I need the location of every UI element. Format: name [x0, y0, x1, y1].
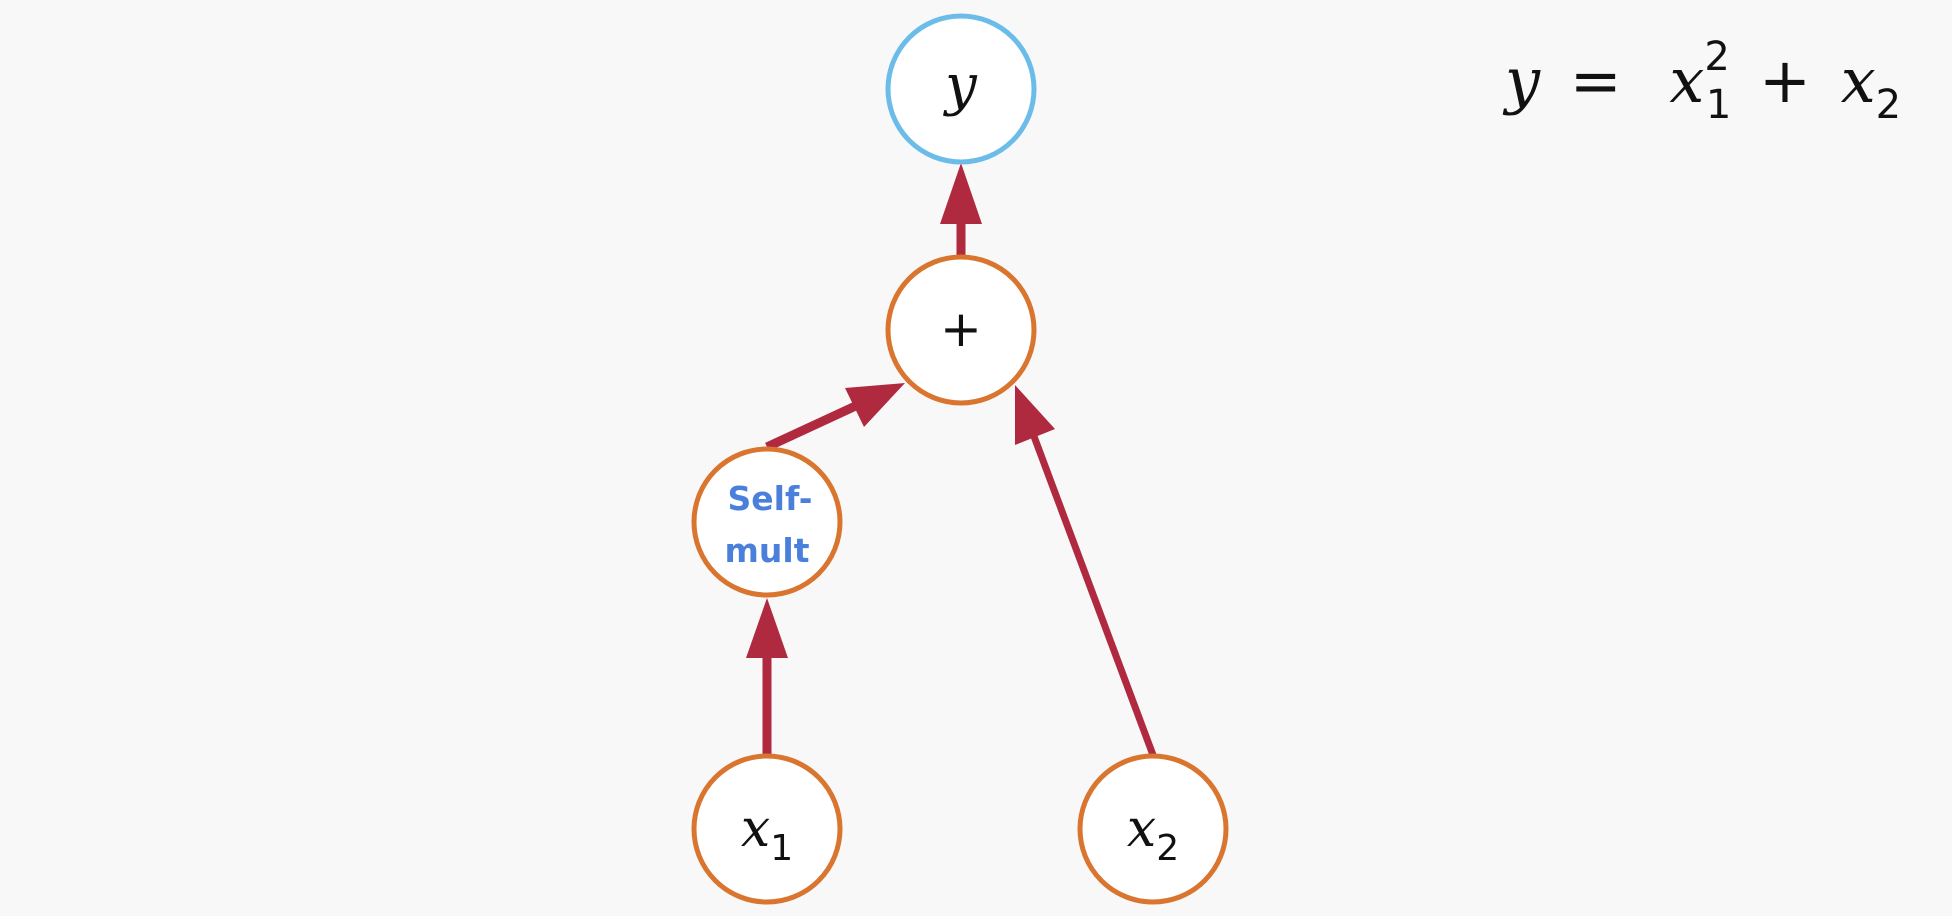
- node-x2: x2: [1077, 753, 1229, 905]
- edge-x1-to-selfmult: [746, 598, 788, 755]
- node-y: y: [885, 13, 1037, 165]
- node-x1-sub: 1: [770, 828, 793, 869]
- node-selfmult-label-line2: mult: [725, 531, 810, 570]
- node-x2-var: x: [1127, 799, 1156, 859]
- node-plus: +: [885, 254, 1037, 406]
- node-selfmult: Self- mult: [691, 446, 843, 598]
- node-x2-sub: 2: [1156, 828, 1179, 869]
- equation-term1-sup: 2: [1704, 34, 1729, 80]
- edge-selfmult-to-plus: [765, 383, 905, 452]
- equation-lhs: y: [1502, 44, 1541, 117]
- equation-term1-sub: 1: [1706, 82, 1731, 128]
- node-selfmult-label-line1: Self-: [728, 479, 813, 518]
- edge-plus-to-y: [940, 163, 982, 256]
- svg-text:x1: x1: [741, 799, 793, 869]
- node-x1: x1: [691, 753, 843, 905]
- node-x1-var: x: [741, 799, 770, 859]
- equation-term2-sub: 2: [1876, 82, 1901, 128]
- edges: [746, 163, 1157, 757]
- equation-equals: =: [1570, 44, 1622, 117]
- node-plus-label: +: [940, 300, 982, 358]
- node-y-label: y: [942, 53, 978, 118]
- edge-x2-to-plus: [1015, 385, 1157, 757]
- svg-text:x2: x2: [1127, 799, 1179, 869]
- equation-plus: +: [1759, 44, 1811, 117]
- svg-text:y: y: [942, 53, 978, 118]
- equation-term1-var: x: [1669, 44, 1704, 117]
- equation-term2-var: x: [1841, 44, 1876, 117]
